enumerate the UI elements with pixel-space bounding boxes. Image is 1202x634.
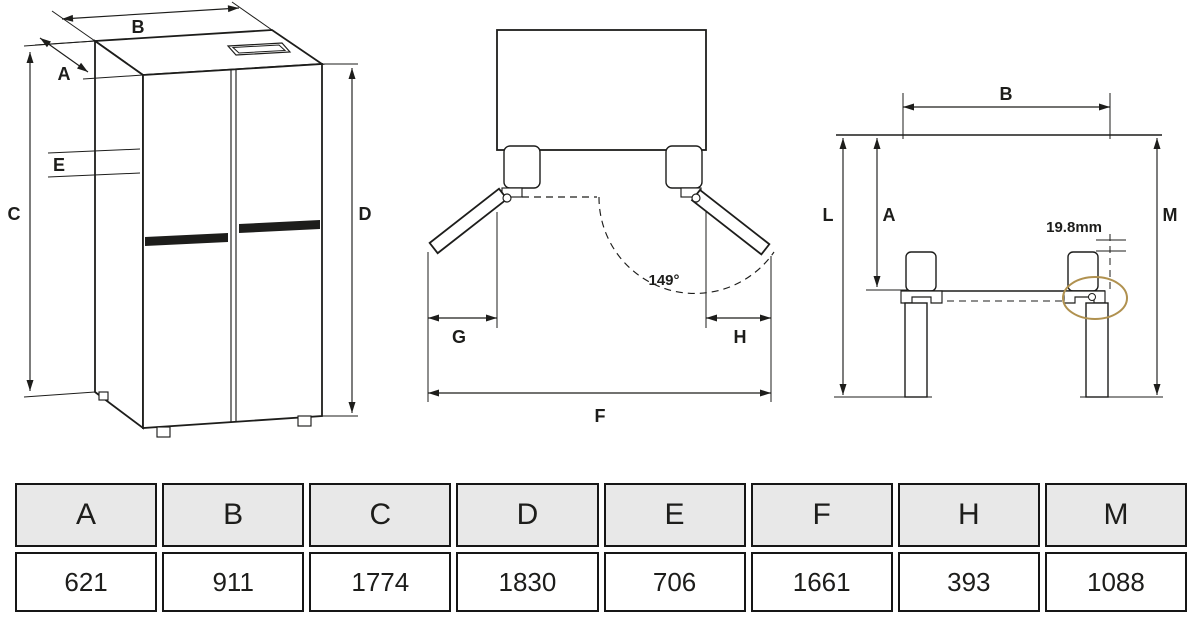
hinge-pillar-right	[665, 145, 703, 189]
hinge-pillar-left-front	[905, 251, 937, 292]
fridge-foot	[297, 415, 312, 427]
table-header-cell-E: E	[603, 483, 746, 547]
dim-label-F: F	[595, 406, 606, 426]
dimension-table-header: A B C D E F H M	[15, 483, 1187, 547]
fridge-bottom-clearance-view: B A L M 19.8mm	[823, 84, 1178, 398]
leg-left	[904, 302, 928, 398]
dim-B-width: B	[51, 1, 273, 42]
table-header-cell-A: A	[15, 483, 158, 547]
fridge-foot	[156, 426, 171, 438]
door-swing-arc	[598, 196, 775, 294]
table-header-cell-H: H	[897, 483, 1040, 547]
table-value-cell-B: 911	[162, 552, 305, 612]
door-right-open	[690, 188, 771, 256]
table-value-cell-E: 706	[603, 552, 746, 612]
door-angle-label: 149°	[648, 272, 679, 289]
dim-label-A2: A	[883, 205, 896, 225]
table-value-cell-C: 1774	[309, 552, 452, 612]
dimension-table: A B C D E F H M 621 911 1774 1830 706 16…	[10, 478, 1192, 617]
dim-L: L	[823, 138, 932, 398]
table-value-cell-D: 1830	[456, 552, 599, 612]
door-pivot-left	[502, 193, 512, 203]
fridge-top-open-view: 149° G H F	[427, 29, 775, 426]
fridge-side-face	[94, 39, 144, 430]
table-value-cell-H: 393	[897, 552, 1040, 612]
dim-label-M: M	[1163, 205, 1178, 225]
door-pivot-right	[691, 193, 701, 203]
door-handle-left	[145, 233, 228, 246]
table-header-cell-B: B	[162, 483, 305, 547]
table-header-cell-F: F	[750, 483, 893, 547]
hinge-foot-left	[900, 290, 943, 304]
display-panel	[226, 42, 292, 56]
dim-A-height-front: A	[866, 138, 907, 291]
hinge-clearance-label: 19.8mm	[1046, 219, 1102, 236]
table-value-cell-A: 621	[15, 552, 158, 612]
refrigerator-dimension-diagram: B A C E D	[8, 1, 1178, 438]
table-value-cell-M: 1088	[1044, 552, 1187, 612]
dim-E: E	[47, 148, 141, 178]
fridge-foot	[98, 391, 109, 401]
hinge-clearance-annotation: 19.8mm	[1046, 219, 1128, 320]
display-panel-inner	[231, 44, 287, 54]
dim-H: H	[705, 212, 772, 402]
hinge-pin	[1088, 293, 1096, 301]
dim-label-E: E	[53, 155, 65, 175]
fridge-perspective-view: B A C E D	[8, 1, 372, 438]
hinge-pillar-right-front	[1067, 251, 1099, 292]
hinge-foot-right	[1063, 290, 1106, 304]
table-header-cell-D: D	[456, 483, 599, 547]
dim-label-G: G	[452, 327, 466, 347]
fridge-front-face	[142, 63, 323, 429]
dimension-table-body: 621 911 1774 1830 706 1661 393 1088	[15, 552, 1187, 612]
table-row: 621 911 1774 1830 706 1661 393 1088	[15, 552, 1187, 612]
dim-B-bottom: B	[902, 84, 1111, 139]
technical-drawing: B A C E D	[8, 1, 1178, 438]
dim-M: M	[1080, 138, 1178, 398]
dim-label-C: C	[8, 204, 21, 224]
table-header-cell-C: C	[309, 483, 452, 547]
hinge-highlight-ellipse	[1062, 276, 1128, 320]
table-header-cell-M: M	[1044, 483, 1187, 547]
dim-C-height: C	[8, 40, 96, 398]
dim-label-B2: B	[1000, 84, 1013, 104]
dim-D-total-height: D	[322, 63, 372, 417]
dim-label-D: D	[359, 204, 372, 224]
cabinet-outline	[496, 29, 707, 151]
door-handle-right	[239, 220, 320, 233]
dim-label-B: B	[132, 17, 145, 37]
dim-label-A: A	[58, 64, 71, 84]
door-left-open	[428, 187, 509, 255]
table-value-cell-F: 1661	[750, 552, 893, 612]
hinge-pillar-left	[503, 145, 541, 189]
dim-F-total-width: F	[428, 389, 771, 426]
dim-label-L: L	[823, 205, 834, 225]
dim-G: G	[427, 212, 498, 402]
dim-label-H: H	[734, 327, 747, 347]
